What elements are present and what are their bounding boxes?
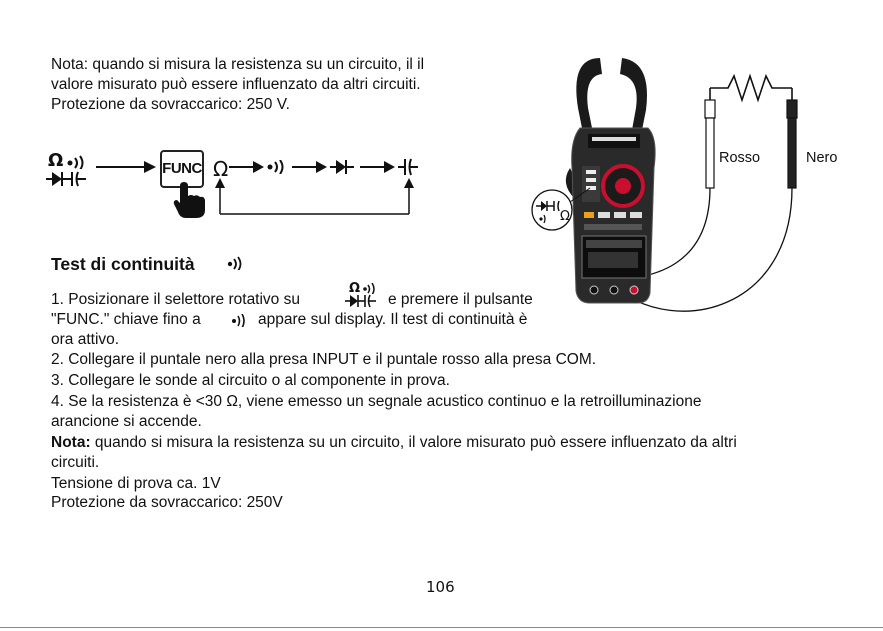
step2: 2. Collegare il puntale nero alla presa … [51,351,597,368]
top-note-line1: Nota: quando si misura la resistenza su … [51,56,425,73]
step1-part-b: e premere il pulsante [388,291,533,308]
top-note-line2: valore misurato può essere influenzato d… [51,76,421,93]
start-ohm-symbol: Ω [48,150,64,171]
step1-sound-icon [363,283,375,294]
test-voltage: Tensione di prova ca. 1V [51,475,221,492]
start-diode-cap-icon [46,171,86,187]
seq-arrow-3-icon [360,161,395,173]
label-nero: Nero [806,150,838,166]
note-text: quando si misura la resistenza su un cir… [90,434,737,451]
seq-arrow-2-icon [292,161,327,173]
step1-part-c: "FUNC." chiave fino a [51,311,201,328]
loop-back-arrow-icon [215,178,414,215]
step4-line2: arancione si accende. [51,413,202,430]
arrow-to-func-icon [96,161,156,173]
seq-diode-icon [330,160,354,174]
seq-ohm-symbol: Ω [213,157,229,181]
hand-press-icon [173,182,205,218]
step1-inline-sound-icon [232,314,245,327]
seq-capacitor-icon [398,158,418,176]
step1-diode-cap-icon [345,294,376,308]
callout-ohm-symbol: Ω [560,209,570,224]
title-sound-icon [227,256,242,270]
label-rosso: Rosso [719,150,761,166]
step1-part-a: 1. Posizionare il selettore rotativo su [51,291,300,308]
seq-sound-icon [267,160,284,174]
note-label: Nota: [51,434,91,451]
step4-line1: 4. Se la resistenza è <30 Ω, viene emess… [51,393,702,410]
start-sound-icon [67,155,84,169]
note-line2: circuiti. [51,454,100,471]
page-number: 106 [426,578,455,596]
step1-ohm-symbol: Ω [349,281,361,296]
step3: 3. Collegare le sonde al circuito o al c… [51,372,450,389]
step1-part-e: ora attivo. [51,331,120,348]
clamp-meter-illustration [531,58,798,312]
overload-protection: Protezione da sovraccarico: 250V [51,494,283,511]
step1-part-d: appare sul display. Il test di continuit… [258,311,528,328]
section-title: Test di continuità [51,254,195,274]
bottom-rule [0,627,883,628]
note-line1: Nota: quando si misura la resistenza su … [51,433,737,453]
top-note-line3: Protezione da sovraccarico: 250 V. [51,96,290,113]
seq-arrow-1-icon [229,161,264,173]
